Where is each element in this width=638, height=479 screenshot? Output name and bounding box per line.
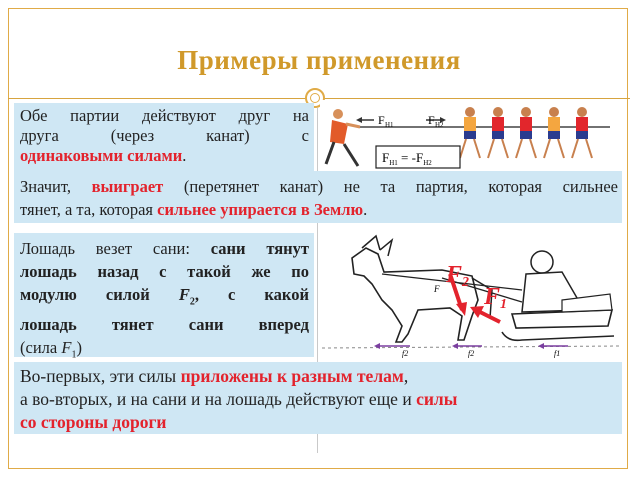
statement-box-1 (14, 103, 314, 171)
horse-line-1: Лошадь везет сани: сани тянут (20, 239, 309, 258)
force-f2-label: F2 (445, 262, 469, 290)
horse-line-4: лошадь тянет сани вперед (20, 315, 309, 335)
tug-equation: FH1 = -FH2 (382, 150, 432, 167)
svg-text:H2: H2 (435, 121, 444, 129)
equal-forces-highlight: одинаковыми силами (20, 146, 183, 165)
statement-1-line-3: одинаковыми силами. (20, 146, 187, 165)
summary-box (14, 362, 622, 434)
summary-line-3: со стороны дороги (20, 412, 167, 432)
tug-of-war-illustration: F H1 F H2 FH1 = -FH2 (324, 107, 610, 169)
statement-1-line-2: друга (через канат) с (20, 126, 309, 145)
conclusion-line-2: тянет, а та, которая сильнее упирается в… (20, 200, 368, 219)
force-f1-label: F1 (483, 284, 507, 312)
pulling-team (459, 107, 593, 159)
summary-line-2: а во-вторых, и на сани и на лошадь дейст… (20, 389, 458, 409)
horse-line-5: (сила F1) (20, 338, 82, 361)
summary-line-1: Во-первых, эти силы приложены к разным т… (20, 366, 409, 386)
slide-title: Примеры применения (177, 45, 461, 75)
ground-force-label-2: f2 (468, 349, 474, 358)
ground-push-highlight: сильнее упирается в Землю (157, 200, 364, 219)
ground-force-label-3: f1 (554, 349, 560, 358)
ground-force-label-1: f2 (402, 349, 408, 358)
horse-explanation-box (14, 233, 314, 357)
horse-sleigh-illustration: F2 F1 F f2 f2 f1 (321, 234, 623, 358)
svg-text:H1: H1 (385, 121, 394, 129)
center-guide-line (317, 108, 318, 453)
small-force-label: F (433, 284, 440, 294)
conclusion-text: Значит, выиграет (перетянет канат) не та… (20, 175, 618, 221)
tug-of-war-image: F H1 F H2 FH1 = -FH2 (320, 100, 620, 172)
horse-explanation-text: Лошадь везет сани: сани тянут лошадь наз… (20, 237, 309, 367)
horse-sleigh-image: F2 F1 F f2 f2 f1 (321, 230, 623, 360)
tug-force-label-2: F (428, 113, 435, 127)
conclusion-line-1: Значит, выиграет (перетянет канат) не та… (20, 177, 619, 196)
wins-highlight: выиграет (91, 177, 164, 196)
horse-line-3: модулю силой F2, с какой (20, 285, 309, 308)
statement-1-text: Обе партии действуют друг на друга (чере… (20, 106, 309, 166)
different-bodies-highlight: приложены к разным телам (180, 366, 404, 386)
horse-line-2: лошадь назад с такой же по (20, 262, 309, 281)
summary-text: Во-первых, эти силы приложены к разным т… (20, 365, 618, 434)
slide-frame (8, 8, 628, 469)
conclusion-box (14, 171, 622, 223)
statement-1-line-1: Обе партии действуют друг на (20, 106, 309, 125)
tug-force-label-1: F (378, 113, 385, 127)
